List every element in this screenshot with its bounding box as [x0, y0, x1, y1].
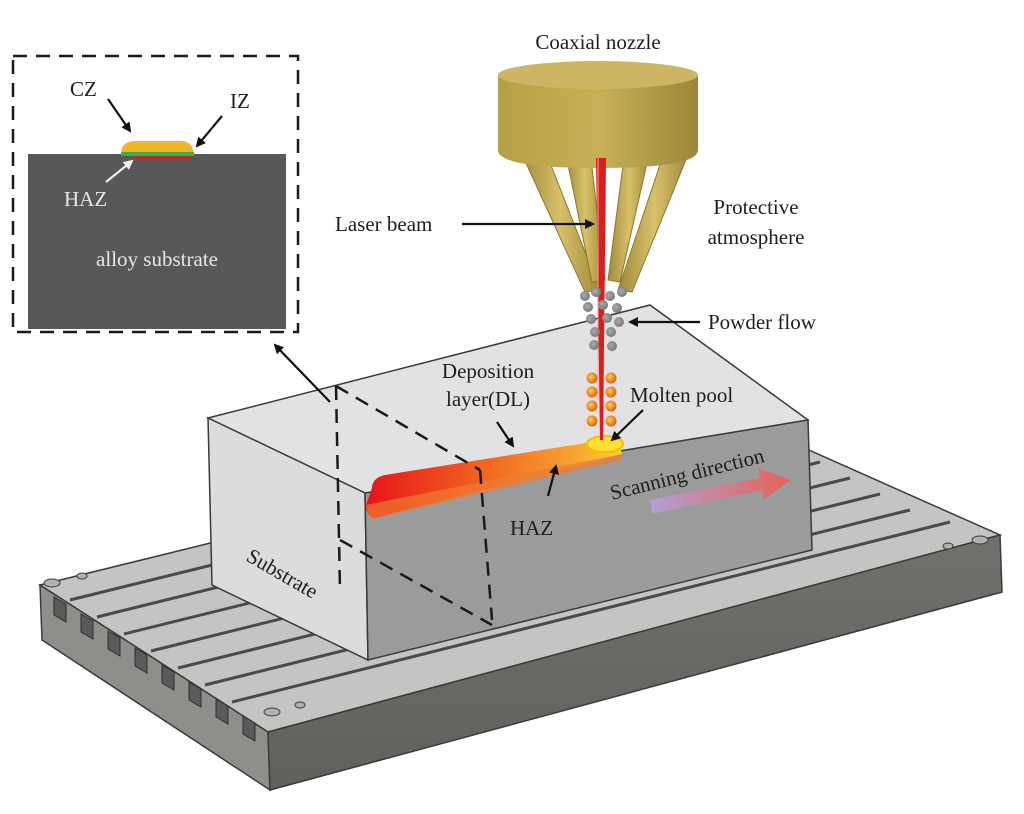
coaxial-nozzle	[498, 61, 698, 293]
molten-pool-arrow	[610, 409, 644, 442]
label-deposition-1: Deposition	[442, 359, 535, 383]
t-slot-openings	[53, 596, 256, 742]
cross-section-inset	[11, 54, 300, 334]
scanning-direction-arrow	[650, 468, 790, 514]
molten-pool	[586, 435, 624, 453]
label-molten-pool: Molten pool	[630, 383, 733, 407]
powder-flow-particles	[580, 287, 627, 351]
inset-frame	[11, 54, 300, 334]
inset-iz	[121, 152, 194, 156]
label-powder-flow: Powder flow	[708, 310, 817, 334]
label-protective-1: Protective	[713, 195, 798, 219]
inset-cz	[121, 141, 194, 154]
inset-label-haz: HAZ	[64, 187, 107, 211]
label-coaxial-nozzle: Coaxial nozzle	[535, 30, 660, 54]
molten-powder-particles	[586, 372, 617, 427]
iz-arrow	[195, 115, 223, 148]
inset-haz	[134, 156, 191, 160]
inset-substrate	[28, 154, 286, 329]
bolt-holes	[43, 535, 989, 717]
haz-arrow	[546, 464, 559, 497]
laser-beam	[596, 158, 606, 440]
inset-label-iz: IZ	[230, 89, 250, 113]
label-haz: HAZ	[510, 516, 553, 540]
haz-inset-arrow	[105, 159, 134, 183]
cz-arrow	[107, 98, 132, 133]
label-laser-beam: Laser beam	[335, 212, 432, 236]
inset-pointer-arrow	[273, 343, 331, 403]
section-plane	[334, 384, 494, 627]
deposition-layer-arrow	[496, 421, 515, 448]
label-protective-2: atmosphere	[708, 225, 805, 249]
inset-label-cz: CZ	[70, 77, 97, 101]
label-deposition-2: layer(DL)	[446, 387, 530, 411]
inset-label-alloy-substrate: alloy substrate	[96, 247, 218, 271]
leader-arrows	[273, 219, 700, 497]
